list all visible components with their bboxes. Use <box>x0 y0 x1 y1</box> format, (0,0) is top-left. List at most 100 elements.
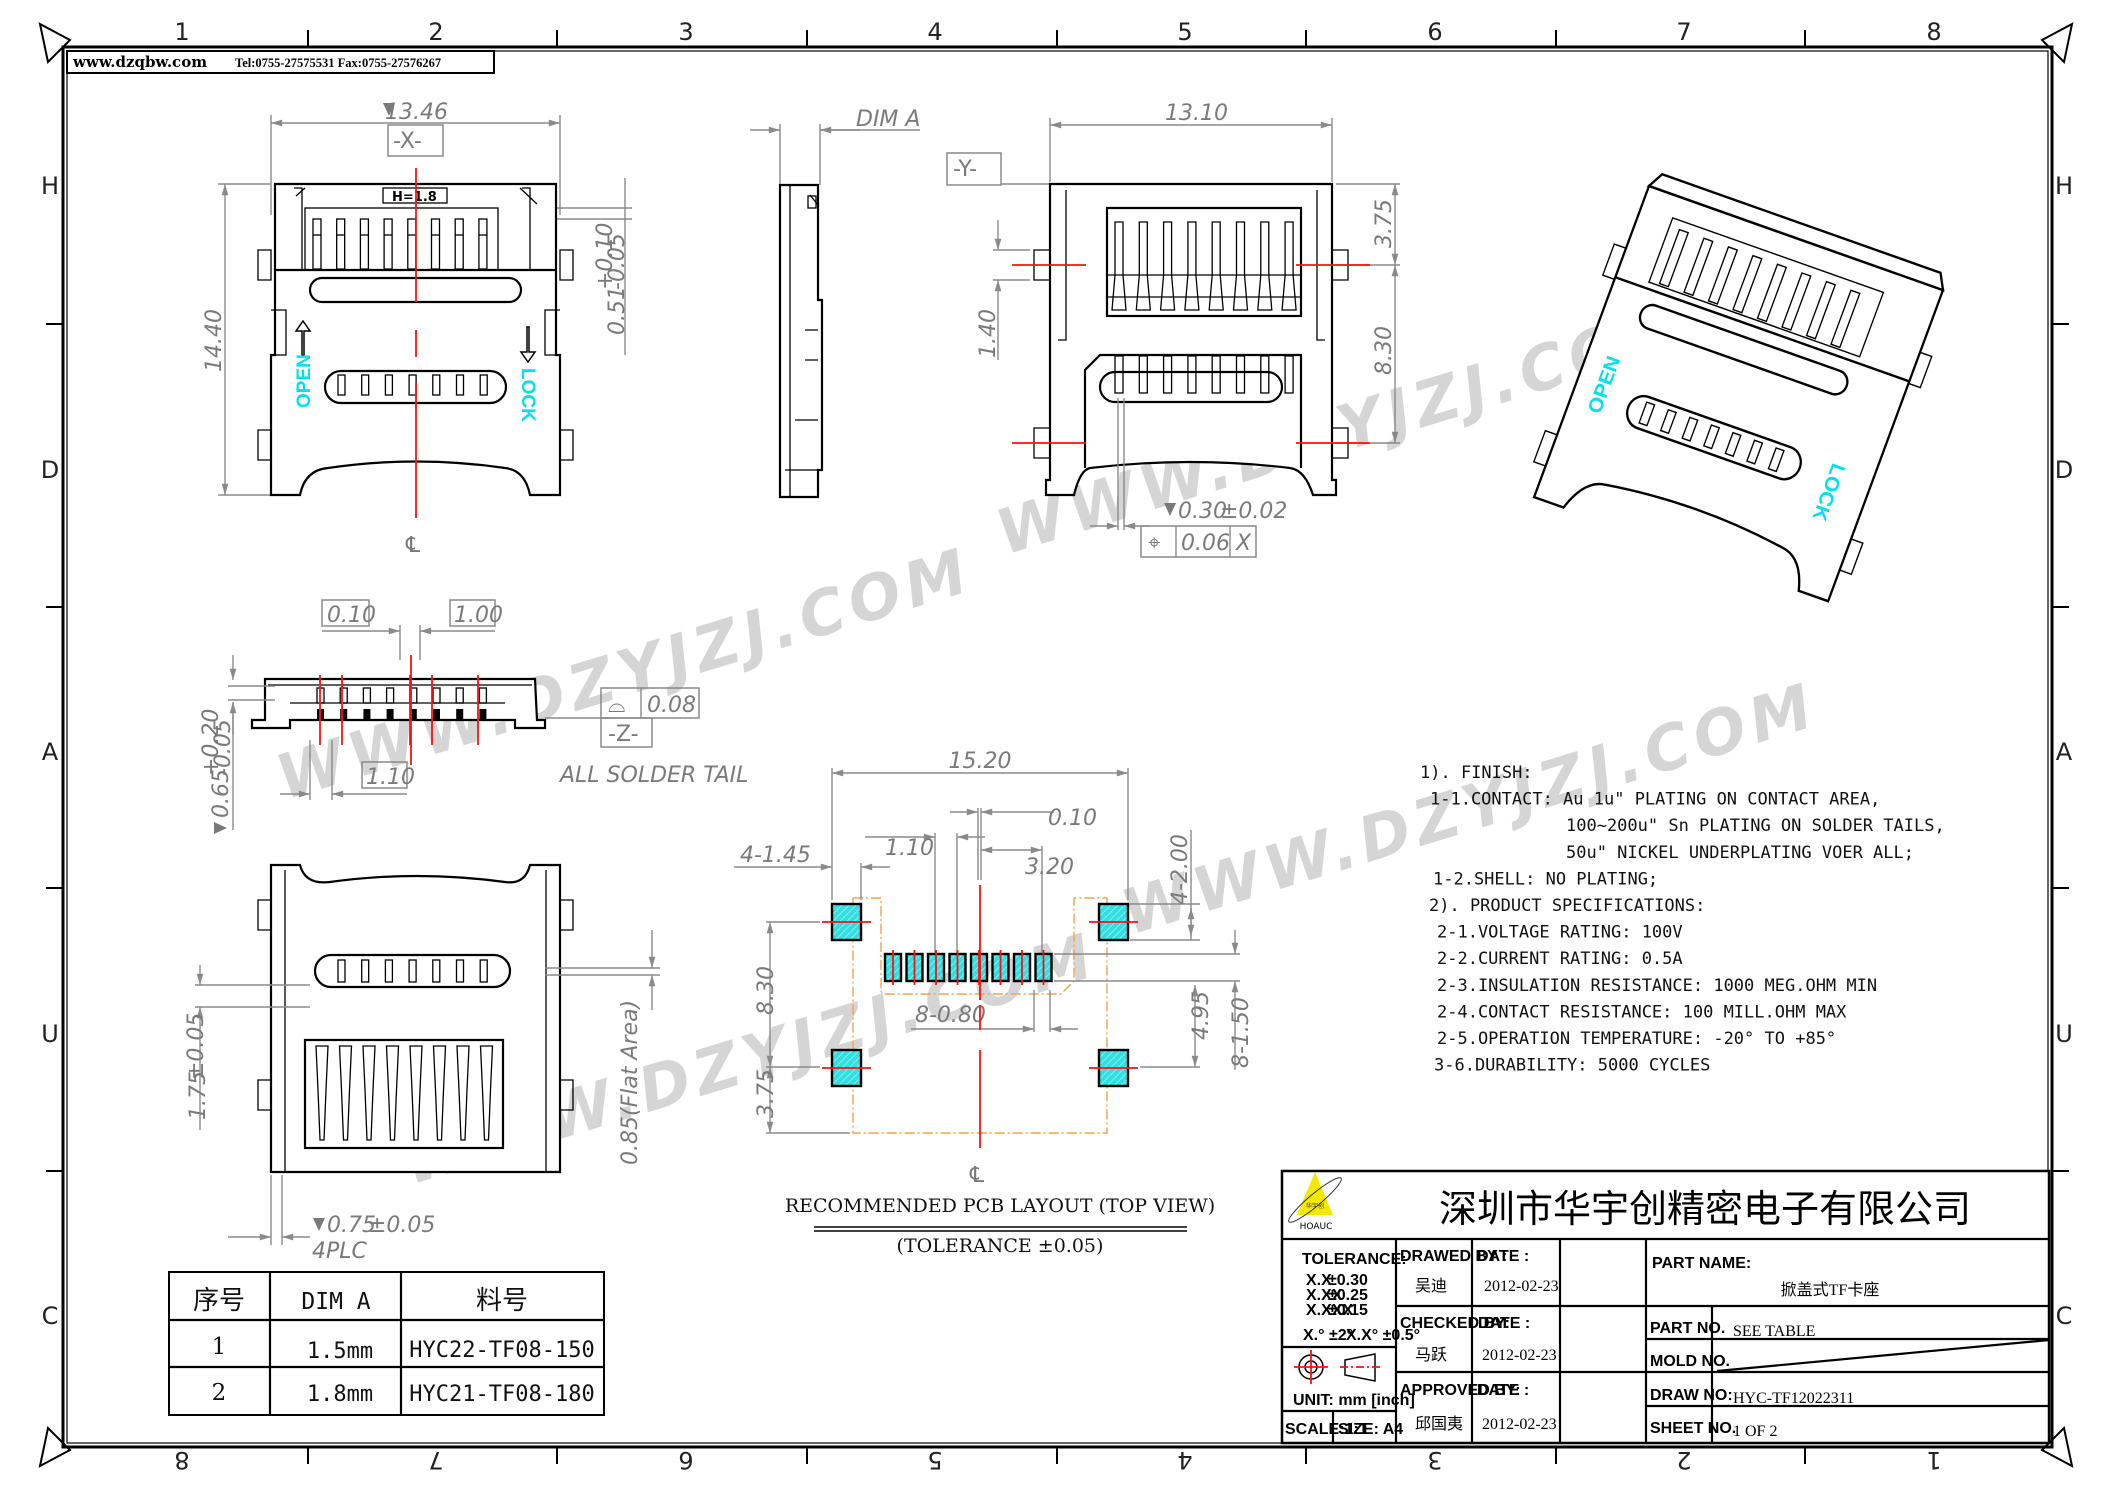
tolerance-key: X.X <box>1306 1272 1332 1289</box>
zone-column-label: 7 <box>428 1446 443 1474</box>
title-block: 华宇创 HOAUC 深圳市华宇创精密电子有限公司 TOLERANCE: X.X … <box>1280 1169 2051 1445</box>
contact-pin <box>1745 439 1764 465</box>
box-110-text: 1.10 <box>366 765 415 790</box>
zone-column-label: 4 <box>1177 1446 1192 1474</box>
contact-pin <box>478 218 488 270</box>
drawn-by-label: DRAWED BY : <box>1400 1248 1507 1265</box>
zone-row-label: C <box>2056 1302 2073 1330</box>
dim-height-minus: -0.05 <box>211 719 236 776</box>
zone-row-label: U <box>2055 1020 2073 1048</box>
table-header: DIM A <box>301 1289 370 1315</box>
zone-column-label: 4 <box>927 18 942 46</box>
part-no: SEE TABLE <box>1733 1323 1815 1340</box>
pcb-dim-150: 8-1.50 <box>1229 997 1254 1068</box>
table-cell: 1 <box>212 1334 227 1360</box>
contact-pin <box>478 687 488 704</box>
mold-no-label: MOLD NO. <box>1650 1353 1730 1370</box>
contact-pin <box>359 218 370 270</box>
table-cell: 2 <box>212 1380 227 1406</box>
flatness-value: 0.08 <box>647 693 696 718</box>
contact-housing <box>1105 206 1303 318</box>
part-name-label: PART NAME: <box>1652 1255 1751 1272</box>
dim-triangle-icon <box>383 103 395 116</box>
thickness-view: DIM A <box>750 107 920 499</box>
pin-tol-text: ±0.02 <box>1220 499 1287 524</box>
contact-pin <box>362 1045 376 1141</box>
technical-notes: 1). FINISH:1-1.CONTACT: Au 1u" PLATING O… <box>1420 763 1945 1076</box>
contact-pin <box>1208 221 1224 311</box>
marking-box <box>382 187 448 204</box>
zone-column-label: 3 <box>1427 1446 1442 1474</box>
dim-075-tol: ±0.05 <box>368 1213 435 1238</box>
fcf-value: 0.06 <box>1181 531 1230 556</box>
zone-column-label: 8 <box>174 1446 189 1474</box>
contact-pin <box>1281 221 1297 311</box>
zone-column-label: 8 <box>1926 18 1941 46</box>
note-line: 2-5.OPERATION TEMPERATURE: -20° TO +85° <box>1437 1029 1836 1049</box>
contact-pin <box>337 374 346 396</box>
contact-pin <box>1135 221 1152 311</box>
checked-by-label: CHECKED BY: <box>1400 1315 1510 1332</box>
part-no-label: PART NO. <box>1650 1320 1725 1337</box>
contact-pin <box>1702 424 1721 450</box>
solder-tail <box>409 709 417 719</box>
contact-pin <box>455 959 465 983</box>
pcb-dim-gap: 0.10 <box>1048 806 1097 831</box>
company-name: 深圳市华宇创精密电子有限公司 <box>1439 1187 1971 1231</box>
sheet-no: 1 OF 2 <box>1733 1423 1777 1440</box>
dim-175-tol: ±0.05 <box>184 1013 209 1080</box>
approved-date: 2012-02-23 <box>1482 1416 1557 1433</box>
contact-pin <box>1659 408 1678 435</box>
dim-triangle-icon <box>1164 503 1176 516</box>
contact-pin <box>1184 221 1200 311</box>
flat-area-text: 0.85(Flat Area) <box>618 1000 643 1165</box>
scale-label: SCALE:1:1 <box>1285 1421 1368 1438</box>
website-label: www.dzqbw.com <box>72 53 207 71</box>
datum-x-label: -X- <box>393 129 422 154</box>
contact-pin <box>312 218 322 270</box>
zone-row-label: D <box>2055 456 2073 484</box>
lock-arrow-icon <box>519 326 537 364</box>
contact-pin <box>337 959 346 983</box>
contact-pin <box>432 687 441 704</box>
dim-height-text: 0.65 <box>209 769 234 818</box>
contact-pin <box>1707 246 1739 305</box>
pcb-layout-tolerance: (TOLERANCE ±0.05) <box>897 1235 1104 1257</box>
solder-tail <box>340 709 348 719</box>
note-line: 2-3.INSULATION RESISTANCE: 1000 MEG.OHM … <box>1437 976 1877 996</box>
orientation-mark-icon <box>38 22 72 65</box>
contact-pin <box>1159 221 1176 311</box>
flatness-frame: ⌓ 0.08 -Z- <box>600 687 700 748</box>
note-line: 2-4.CONTACT RESISTANCE: 100 MILL.OHM MAX <box>1437 1002 1847 1022</box>
solder-tail <box>456 709 464 719</box>
zone-column-label: 1 <box>174 18 189 46</box>
isometric-view: OPEN LOCK <box>1532 172 1945 603</box>
zone-row-label: H <box>2055 172 2073 200</box>
contact-pin <box>338 1045 353 1141</box>
orientation-mark-icon <box>2040 22 2074 65</box>
pcb-centerline-symbol: ℄ <box>969 1163 985 1188</box>
dim-width-text: 13.10 <box>1165 101 1228 126</box>
tolerance-value: ±0.30 <box>1328 1272 1368 1289</box>
contact-pin <box>1638 401 1656 427</box>
contact-pin <box>384 959 394 983</box>
zone-column-label: 6 <box>1427 18 1442 46</box>
contact-pin <box>1767 447 1785 473</box>
fcf-datum: X <box>1235 531 1252 556</box>
contact-pin <box>339 687 348 704</box>
dim-075-text: 0.75 <box>327 1213 376 1238</box>
zone-row-label: D <box>41 456 59 484</box>
solder-tail <box>363 709 371 719</box>
datum-y-label: -Y- <box>953 157 977 182</box>
dim-175-text: 1.75 <box>186 1071 211 1120</box>
dim-a-label: DIM A <box>856 107 920 132</box>
contact-pin <box>408 959 417 983</box>
note-line: 1-2.SHELL: NO PLATING; <box>1433 869 1658 889</box>
contact-pin <box>1232 221 1249 311</box>
draw-no-label: DRAW NO: <box>1650 1387 1733 1404</box>
checked-by: 马跃 <box>1415 1346 1447 1364</box>
zone-row-label: A <box>2056 738 2073 766</box>
box-100-text: 1.00 <box>454 603 503 628</box>
note-line: 2-2.CURRENT RATING: 0.5A <box>1437 949 1683 969</box>
pcb-dim-375: 3.75 <box>754 1069 779 1118</box>
